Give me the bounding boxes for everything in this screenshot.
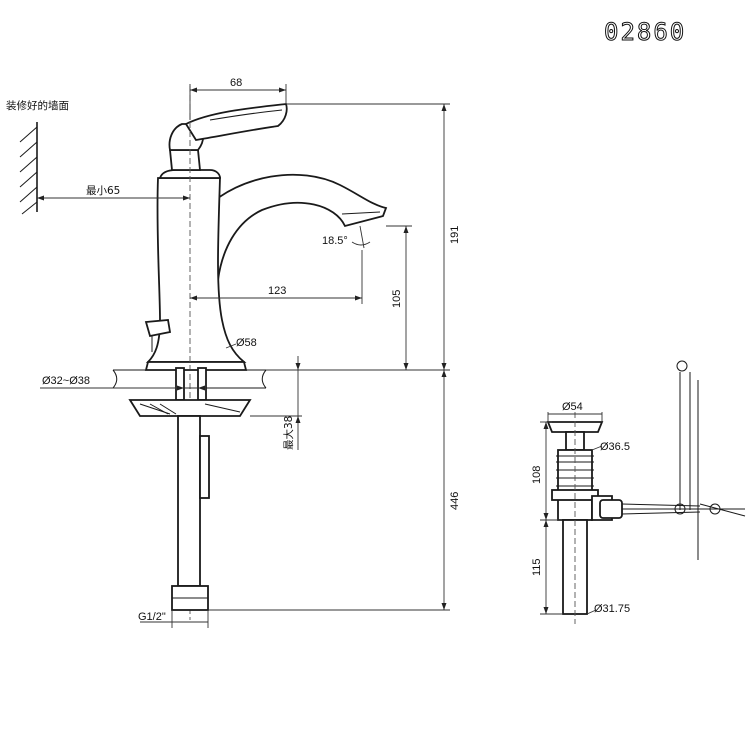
dim-supply-length — [208, 370, 450, 611]
dim-handle-width-label: 68 — [230, 77, 242, 89]
dim-spout-height-label: 105 — [391, 290, 403, 308]
dim-spout-reach-label: 123 — [268, 285, 286, 297]
dim-deck-thickness-label: 最大38 — [282, 416, 295, 450]
dim-drain-upper — [540, 421, 562, 521]
dim-spout-angle-label: 18.5° — [322, 235, 348, 247]
dim-overall-height-label: 191 — [449, 226, 461, 244]
sink-deck — [112, 369, 267, 389]
dim-drain-tail-diameter-label: Ø31.75 — [594, 603, 630, 615]
dim-handle-width — [189, 84, 287, 120]
dim-base-diameter — [225, 343, 237, 349]
supply-hose — [171, 415, 210, 611]
dim-drain-cap — [547, 412, 603, 422]
dim-overall-height — [286, 103, 450, 370]
dim-wall-distance — [37, 195, 190, 201]
dim-hole-diameter-label: Ø32~Ø38 — [42, 375, 90, 387]
dim-drain-body-label: Ø36.5 — [600, 441, 630, 453]
finished-wall — [19, 122, 38, 215]
dim-spout-reach — [190, 250, 363, 304]
dim-thread-label: G1/2" — [138, 611, 166, 623]
mounting-hardware — [128, 367, 252, 417]
dim-drain-upper-label: 108 — [531, 466, 543, 484]
dim-drain-cap-label: Ø54 — [562, 401, 583, 413]
dim-drain-tail — [540, 520, 563, 615]
dim-thread — [140, 610, 209, 628]
dim-drain-body-leader — [591, 445, 603, 451]
dim-drain-tail-label: 115 — [531, 558, 543, 576]
dim-spout-height — [386, 225, 412, 370]
drain-assembly — [546, 360, 746, 615]
dim-deck-thickness — [250, 356, 302, 450]
dim-base-diameter-label: Ø58 — [236, 337, 257, 349]
dim-hole-diameter — [40, 385, 205, 391]
wall-label: 装修好的墙面 — [6, 99, 69, 112]
dim-wall-distance-label: 最小65 — [86, 185, 120, 197]
dim-spout-angle — [351, 225, 371, 249]
dim-supply-length-label: 446 — [449, 492, 461, 510]
dim-drain-tail-diameter — [586, 609, 597, 615]
product-code: 02860 — [604, 18, 686, 46]
faucet-body — [144, 103, 388, 371]
